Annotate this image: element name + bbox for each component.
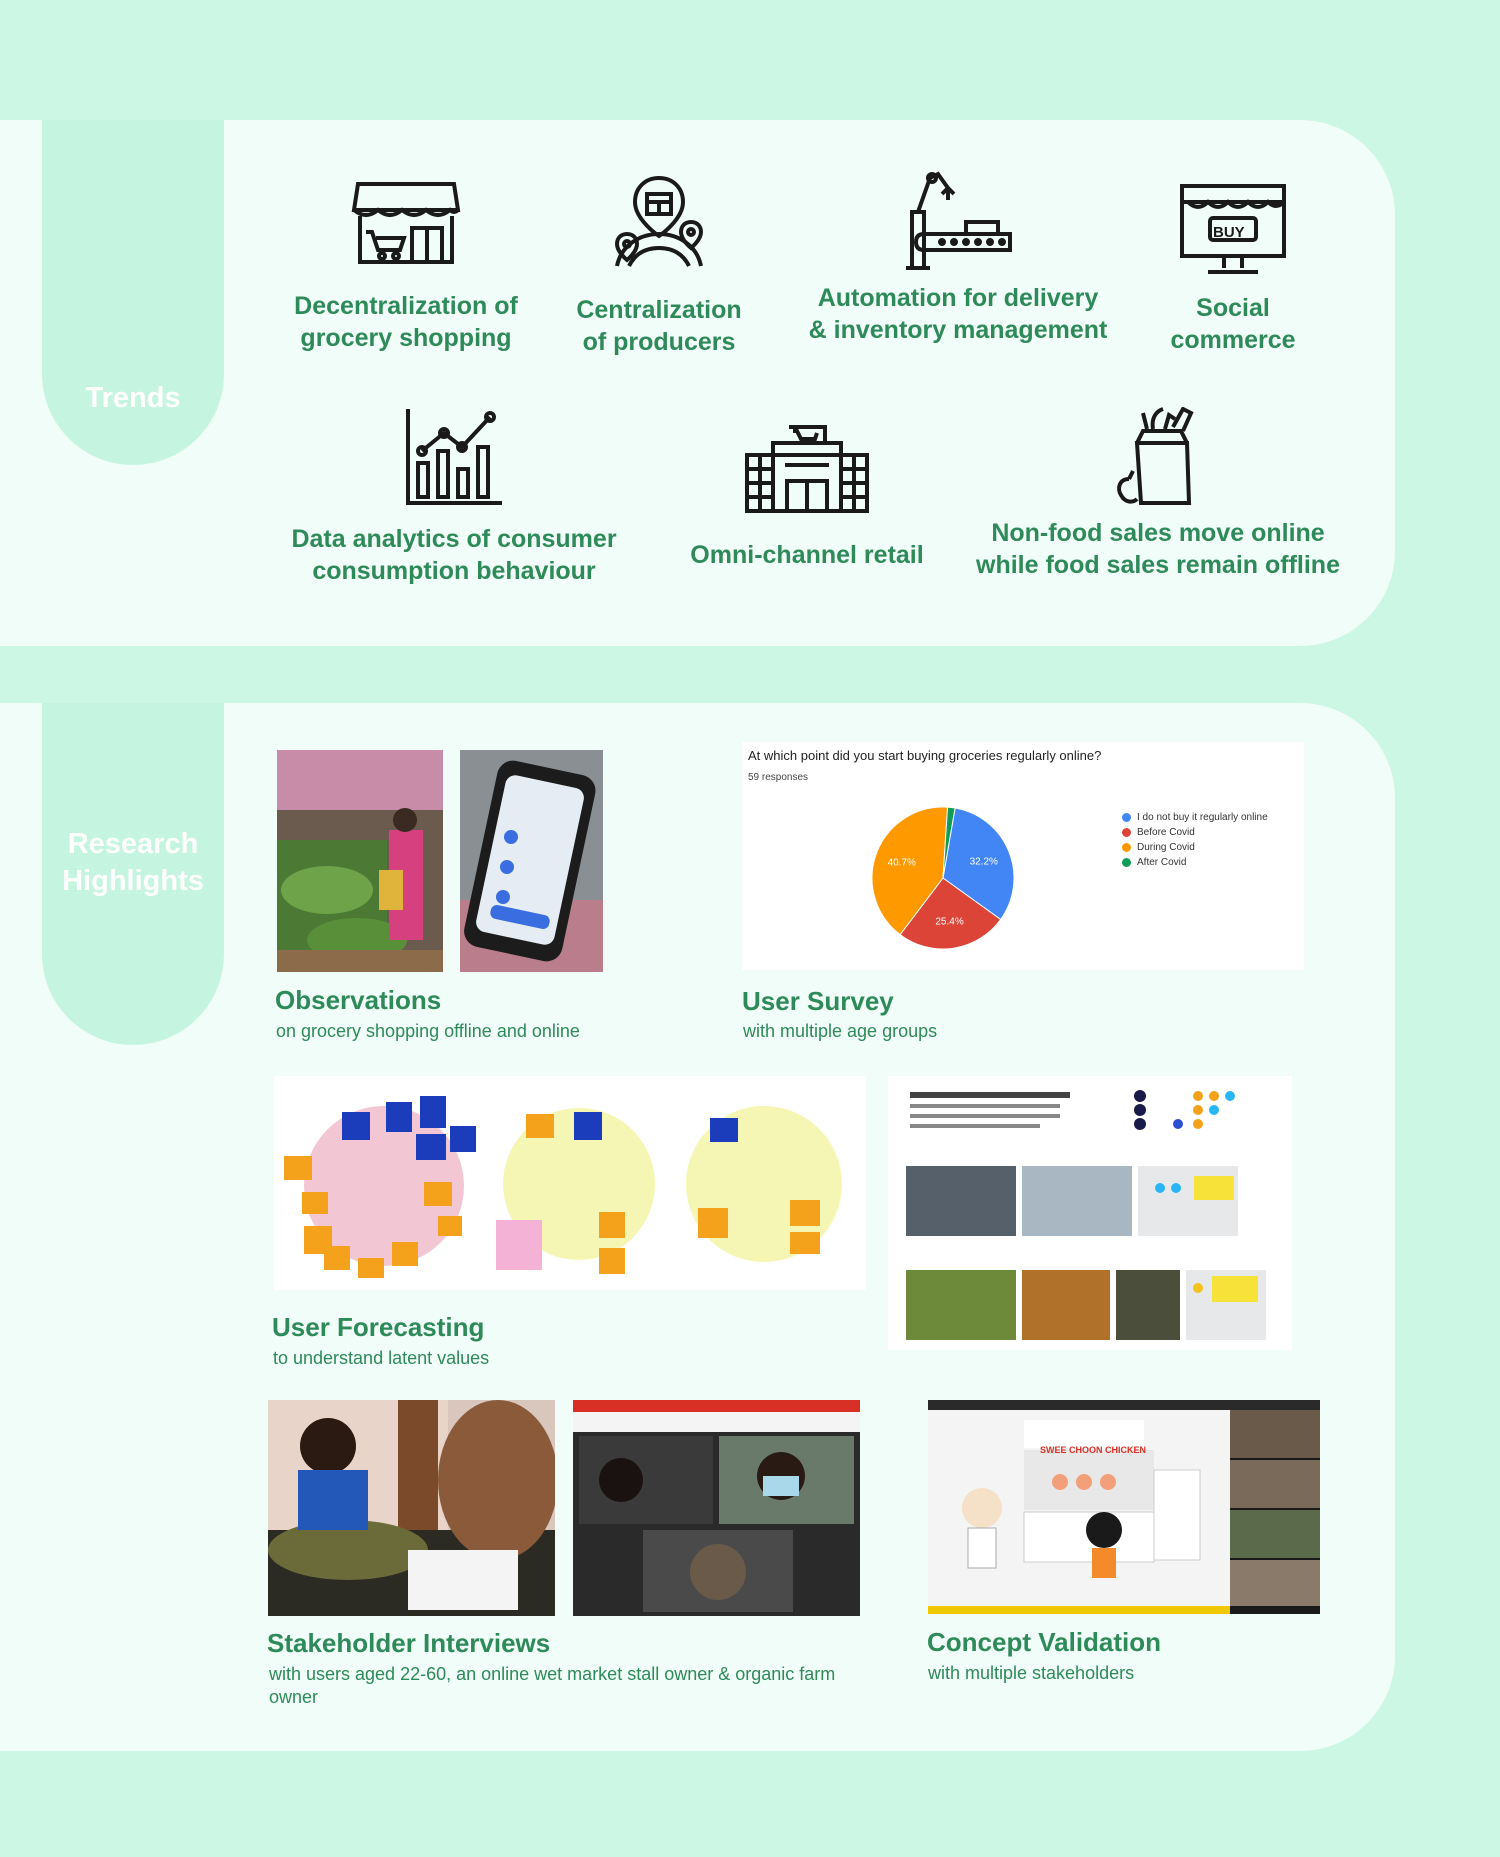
survey-pie-chart: 32.2% 25.4% 40.7% bbox=[871, 806, 1015, 950]
survey-subtitle: with multiple age groups bbox=[743, 1021, 938, 1041]
trend-automation: Automation for delivery & inventory mana… bbox=[800, 170, 1116, 346]
legend-item: I do not buy it regularly online bbox=[1122, 810, 1268, 825]
research-tab-line2: Highlights bbox=[62, 865, 204, 897]
pie-label-2: 40.7% bbox=[888, 858, 916, 869]
observations-subtitle: on grocery shopping offline and online bbox=[276, 1021, 580, 1041]
trend-label-line1: Non-food sales move online bbox=[991, 519, 1325, 547]
pie-label-0: 32.2% bbox=[970, 856, 998, 867]
market-photo bbox=[277, 750, 443, 972]
trend-label-line2: grocery shopping bbox=[300, 324, 512, 352]
legend-dot bbox=[1122, 813, 1131, 822]
trend-label-line2: commerce bbox=[1170, 326, 1296, 354]
trend-omni-channel: Omni-channel retail bbox=[684, 425, 930, 571]
interviews-subtitle: with users aged 22-60, an online wet mar… bbox=[269, 1664, 836, 1707]
trend-label-line2: while food sales remain offline bbox=[976, 551, 1340, 579]
legend-dot bbox=[1122, 828, 1131, 837]
legend-item: During Covid bbox=[1122, 840, 1268, 855]
stall-sign-glyph: SWEE CHOON CHICKEN bbox=[1040, 1445, 1147, 1455]
concept-validation-screenshot bbox=[928, 1400, 1320, 1614]
voting-board-image bbox=[888, 1076, 1292, 1350]
video-call-screenshot bbox=[573, 1400, 860, 1616]
phone-app-photo bbox=[460, 750, 603, 972]
building-cart-icon bbox=[745, 425, 869, 513]
observations-title: Observations bbox=[275, 985, 442, 1015]
trend-label-line2: & inventory management bbox=[808, 316, 1108, 344]
monitor-buy-icon bbox=[1180, 184, 1286, 274]
forecasting-title: User Forecasting bbox=[272, 1312, 485, 1342]
interviews-title: Stakeholder Interviews bbox=[267, 1628, 551, 1658]
forecasting-board-image bbox=[274, 1076, 866, 1290]
pie-slice-2 bbox=[871, 806, 949, 936]
legend-label: After Covid bbox=[1137, 857, 1187, 868]
trend-label-line1: Social bbox=[1196, 294, 1270, 322]
trends-tab: Trends bbox=[42, 120, 224, 465]
trend-label-line1: Data analytics of consumer bbox=[291, 525, 617, 553]
legend-dot bbox=[1122, 843, 1131, 852]
trends-tab-label: Trends bbox=[85, 382, 181, 414]
trend-label-line1: Decentralization of bbox=[294, 292, 518, 320]
buy-text-glyph: BUY bbox=[1213, 224, 1245, 241]
grocery-bag-icon bbox=[1117, 407, 1194, 505]
research-tab-line1: Research bbox=[67, 828, 199, 860]
research-tab: Research Highlights bbox=[42, 703, 224, 1045]
trend-decentralization: Decentralization of grocery shopping bbox=[288, 180, 524, 354]
survey-chart-card: At which point did you start buying groc… bbox=[742, 742, 1304, 970]
trend-label-line2: of producers bbox=[582, 328, 736, 356]
chart-subtitle: 59 responses bbox=[748, 772, 809, 783]
trend-social-commerce: Social commerce bbox=[1158, 180, 1308, 356]
trend-non-food-sales: Non-food sales move online while food sa… bbox=[968, 407, 1348, 581]
legend-label: Before Covid bbox=[1137, 827, 1195, 838]
storefront-cart-icon bbox=[351, 182, 461, 264]
trends-panel bbox=[0, 120, 1395, 646]
legend-label: During Covid bbox=[1137, 842, 1195, 853]
trend-label-line1: Automation for delivery bbox=[817, 284, 1099, 312]
pie-slice-3 bbox=[942, 806, 956, 879]
legend-item: Before Covid bbox=[1122, 825, 1268, 840]
trend-label-line2: consumption behaviour bbox=[312, 557, 596, 585]
chart-title: At which point did you start buying groc… bbox=[748, 748, 1102, 763]
robot-arm-conveyor-icon bbox=[906, 171, 1012, 270]
globe-location-pins-icon bbox=[614, 175, 704, 267]
trend-centralization: Centralization of producers bbox=[565, 174, 753, 358]
legend-dot bbox=[1122, 858, 1131, 867]
legend-item: After Covid bbox=[1122, 855, 1268, 870]
research-tab-label: Research Highlights bbox=[42, 826, 224, 900]
concept-title: Concept Validation bbox=[927, 1627, 1162, 1657]
legend-label: I do not buy it regularly online bbox=[1137, 812, 1268, 823]
survey-title: User Survey bbox=[742, 986, 894, 1016]
trend-label-line1: Omni-channel retail bbox=[690, 541, 924, 569]
pie-slice-0 bbox=[942, 807, 1015, 921]
pie-slice-1 bbox=[899, 877, 1002, 950]
bar-line-chart-icon bbox=[406, 409, 502, 505]
forecasting-subtitle: to understand latent values bbox=[273, 1348, 490, 1368]
interview-photo bbox=[268, 1400, 555, 1616]
trend-label-line1: Centralization bbox=[576, 296, 742, 324]
trend-data-analytics: Data analytics of consumer consumption b… bbox=[286, 407, 622, 587]
concept-subtitle: with multiple stakeholders bbox=[928, 1663, 1135, 1683]
pie-label-1: 25.4% bbox=[935, 917, 963, 928]
